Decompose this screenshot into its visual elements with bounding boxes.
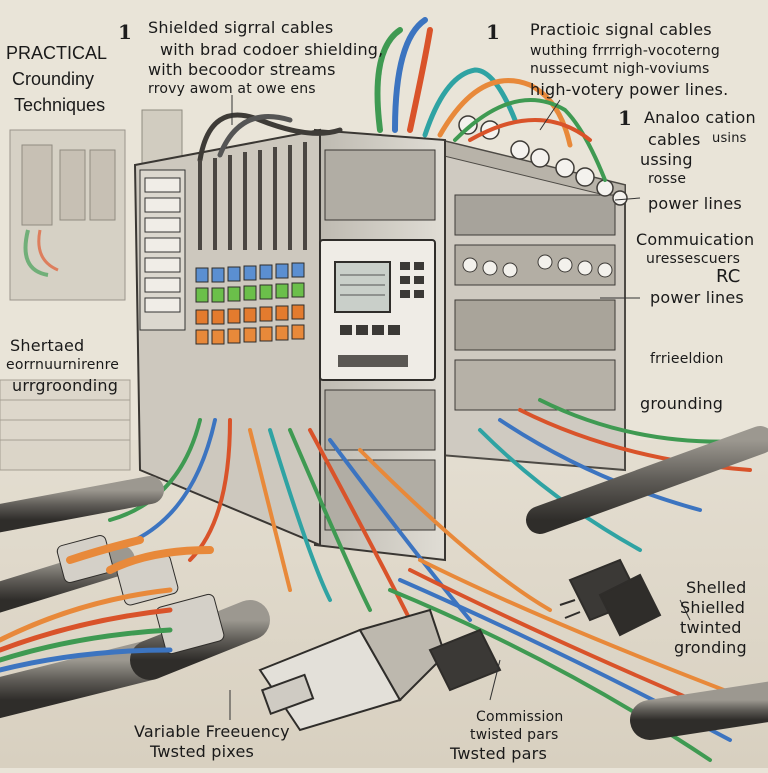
top-right-line-2: wuthing frrrrigh-vocoterng [530, 43, 721, 59]
right-b-line-3: RC [716, 266, 741, 287]
right-a-line-3: usins [712, 131, 747, 146]
title-line-1: PRACTICAL [6, 43, 108, 63]
left-mid-line-2: eorrnuurnirenre [6, 357, 120, 373]
right-a-line-5: rosse [648, 171, 687, 187]
bottom-connectors [258, 558, 662, 732]
top-left-line-1: Shielded sigrral cables [148, 18, 334, 37]
leader-lines [229, 95, 691, 720]
bottom-rc-line-2: twisted pars [470, 727, 559, 743]
top-left-line-3: with becoodor streams [148, 60, 336, 79]
bottom-mid-line-2: Twsted pixes [150, 742, 255, 761]
top-left-line-2: with brad codoer shielding, [160, 40, 384, 59]
top-right-number: 1 [486, 20, 500, 44]
top-right-line-1: Practioic signal cables [530, 20, 712, 39]
right-number: 1 [618, 106, 632, 130]
left-background-equipment [0, 109, 183, 471]
title-line-2: Croundiny [12, 69, 95, 89]
top-right-line-3: nussecumt nigh-voviums [530, 61, 710, 77]
bottom-mid-line-1: Variable Freeuency [134, 722, 290, 741]
right-a-line-4: ussing [640, 150, 693, 169]
terminal-blocks [195, 262, 305, 345]
control-unit [319, 239, 436, 381]
left-mid-line-1: Shertaed [10, 336, 85, 355]
right-b-line-2: uressescuers [646, 251, 741, 267]
right-b-line-1: Commuication [636, 230, 755, 249]
bottom-right-line-1: Shelled [686, 578, 747, 597]
right-b-line-4: power lines [650, 288, 744, 307]
right-c-line-2: grounding [640, 394, 724, 413]
top-cable-bundle [197, 17, 607, 182]
right-c-line-1: frrieeldion [650, 351, 724, 367]
title-line-3: Techniques [14, 95, 106, 115]
control-screen [334, 261, 391, 313]
right-a-line-1: Analoo cation [644, 108, 756, 127]
top-right-line-4: high-votery power lines. [530, 80, 729, 99]
top-left-line-4: rrovy awom at owe ens [148, 81, 316, 97]
bottom-rc-line-1: Commission [476, 709, 564, 725]
colored-cable-fanout [0, 536, 214, 673]
left-mid-line-3: urrgroonding [12, 376, 119, 395]
bottom-right-line-3: twinted [680, 618, 742, 637]
bottom-right-line-2: Shielled [680, 598, 746, 617]
vertical-wire-harness [198, 142, 307, 250]
bottom-right-line-4: gronding [674, 638, 747, 657]
bottom-rc-line-3: Twsted pars [450, 744, 547, 763]
top-left-number: 1 [118, 20, 132, 44]
right-a-line-2: cables [648, 130, 701, 149]
right-a-line-6: power lines [648, 194, 742, 213]
